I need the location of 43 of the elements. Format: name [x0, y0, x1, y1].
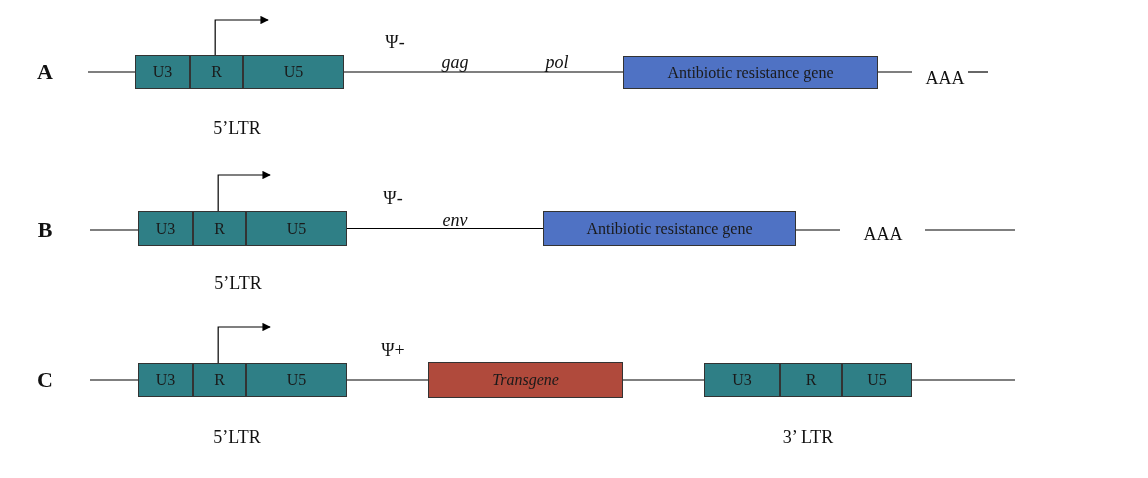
- ltr-segment: U3: [138, 363, 193, 397]
- backbone-line: [87, 71, 136, 73]
- packaging-signal-label: Ψ-: [385, 31, 405, 53]
- ltr-segment: R: [193, 363, 246, 397]
- gene-label: pol: [545, 51, 569, 73]
- polya-label: AAA: [925, 67, 965, 89]
- backbone-line: [343, 71, 624, 73]
- polya-label: AAA: [863, 223, 903, 245]
- gene-label: gag: [441, 51, 469, 73]
- ltr-segment: U5: [243, 55, 344, 89]
- ltr-segment: U5: [842, 363, 912, 397]
- ltr-segment: U3: [138, 211, 193, 246]
- backbone-line: [346, 379, 429, 381]
- ltr-label: 5’LTR: [213, 426, 261, 448]
- promoter-arrow: [217, 322, 271, 364]
- gene-box: Transgene: [428, 362, 623, 398]
- ltr-segment: R: [780, 363, 842, 397]
- ltr-segment: U5: [246, 211, 347, 246]
- ltr-segment: U3: [135, 55, 190, 89]
- panel-letter: B: [37, 217, 53, 243]
- backbone-line: [877, 71, 913, 73]
- packaging-signal-label: Ψ+: [381, 339, 405, 361]
- backbone-line: [346, 227, 544, 230]
- backbone-line: [622, 379, 705, 381]
- ltr-label: 3’ LTR: [782, 426, 834, 448]
- gene-box: Antibiotic resistance gene: [543, 211, 796, 246]
- panel-letter: A: [37, 59, 53, 85]
- gene-box: Antibiotic resistance gene: [623, 56, 878, 89]
- panel-letter: C: [37, 367, 53, 393]
- ltr-label: 5’LTR: [214, 272, 262, 294]
- ltr-segment: U3: [704, 363, 780, 397]
- ltr-segment: U5: [246, 363, 347, 397]
- packaging-signal-label: Ψ-: [383, 187, 403, 209]
- backbone-line: [795, 229, 841, 231]
- gene-label: env: [442, 209, 468, 231]
- ltr-segment: R: [190, 55, 243, 89]
- backbone-line: [89, 379, 139, 381]
- promoter-arrow: [214, 15, 269, 56]
- promoter-arrow: [217, 170, 271, 212]
- backbone-line: [911, 379, 1016, 381]
- ltr-segment: R: [193, 211, 246, 246]
- ltr-label: 5’LTR: [213, 117, 261, 139]
- backbone-line: [89, 229, 139, 231]
